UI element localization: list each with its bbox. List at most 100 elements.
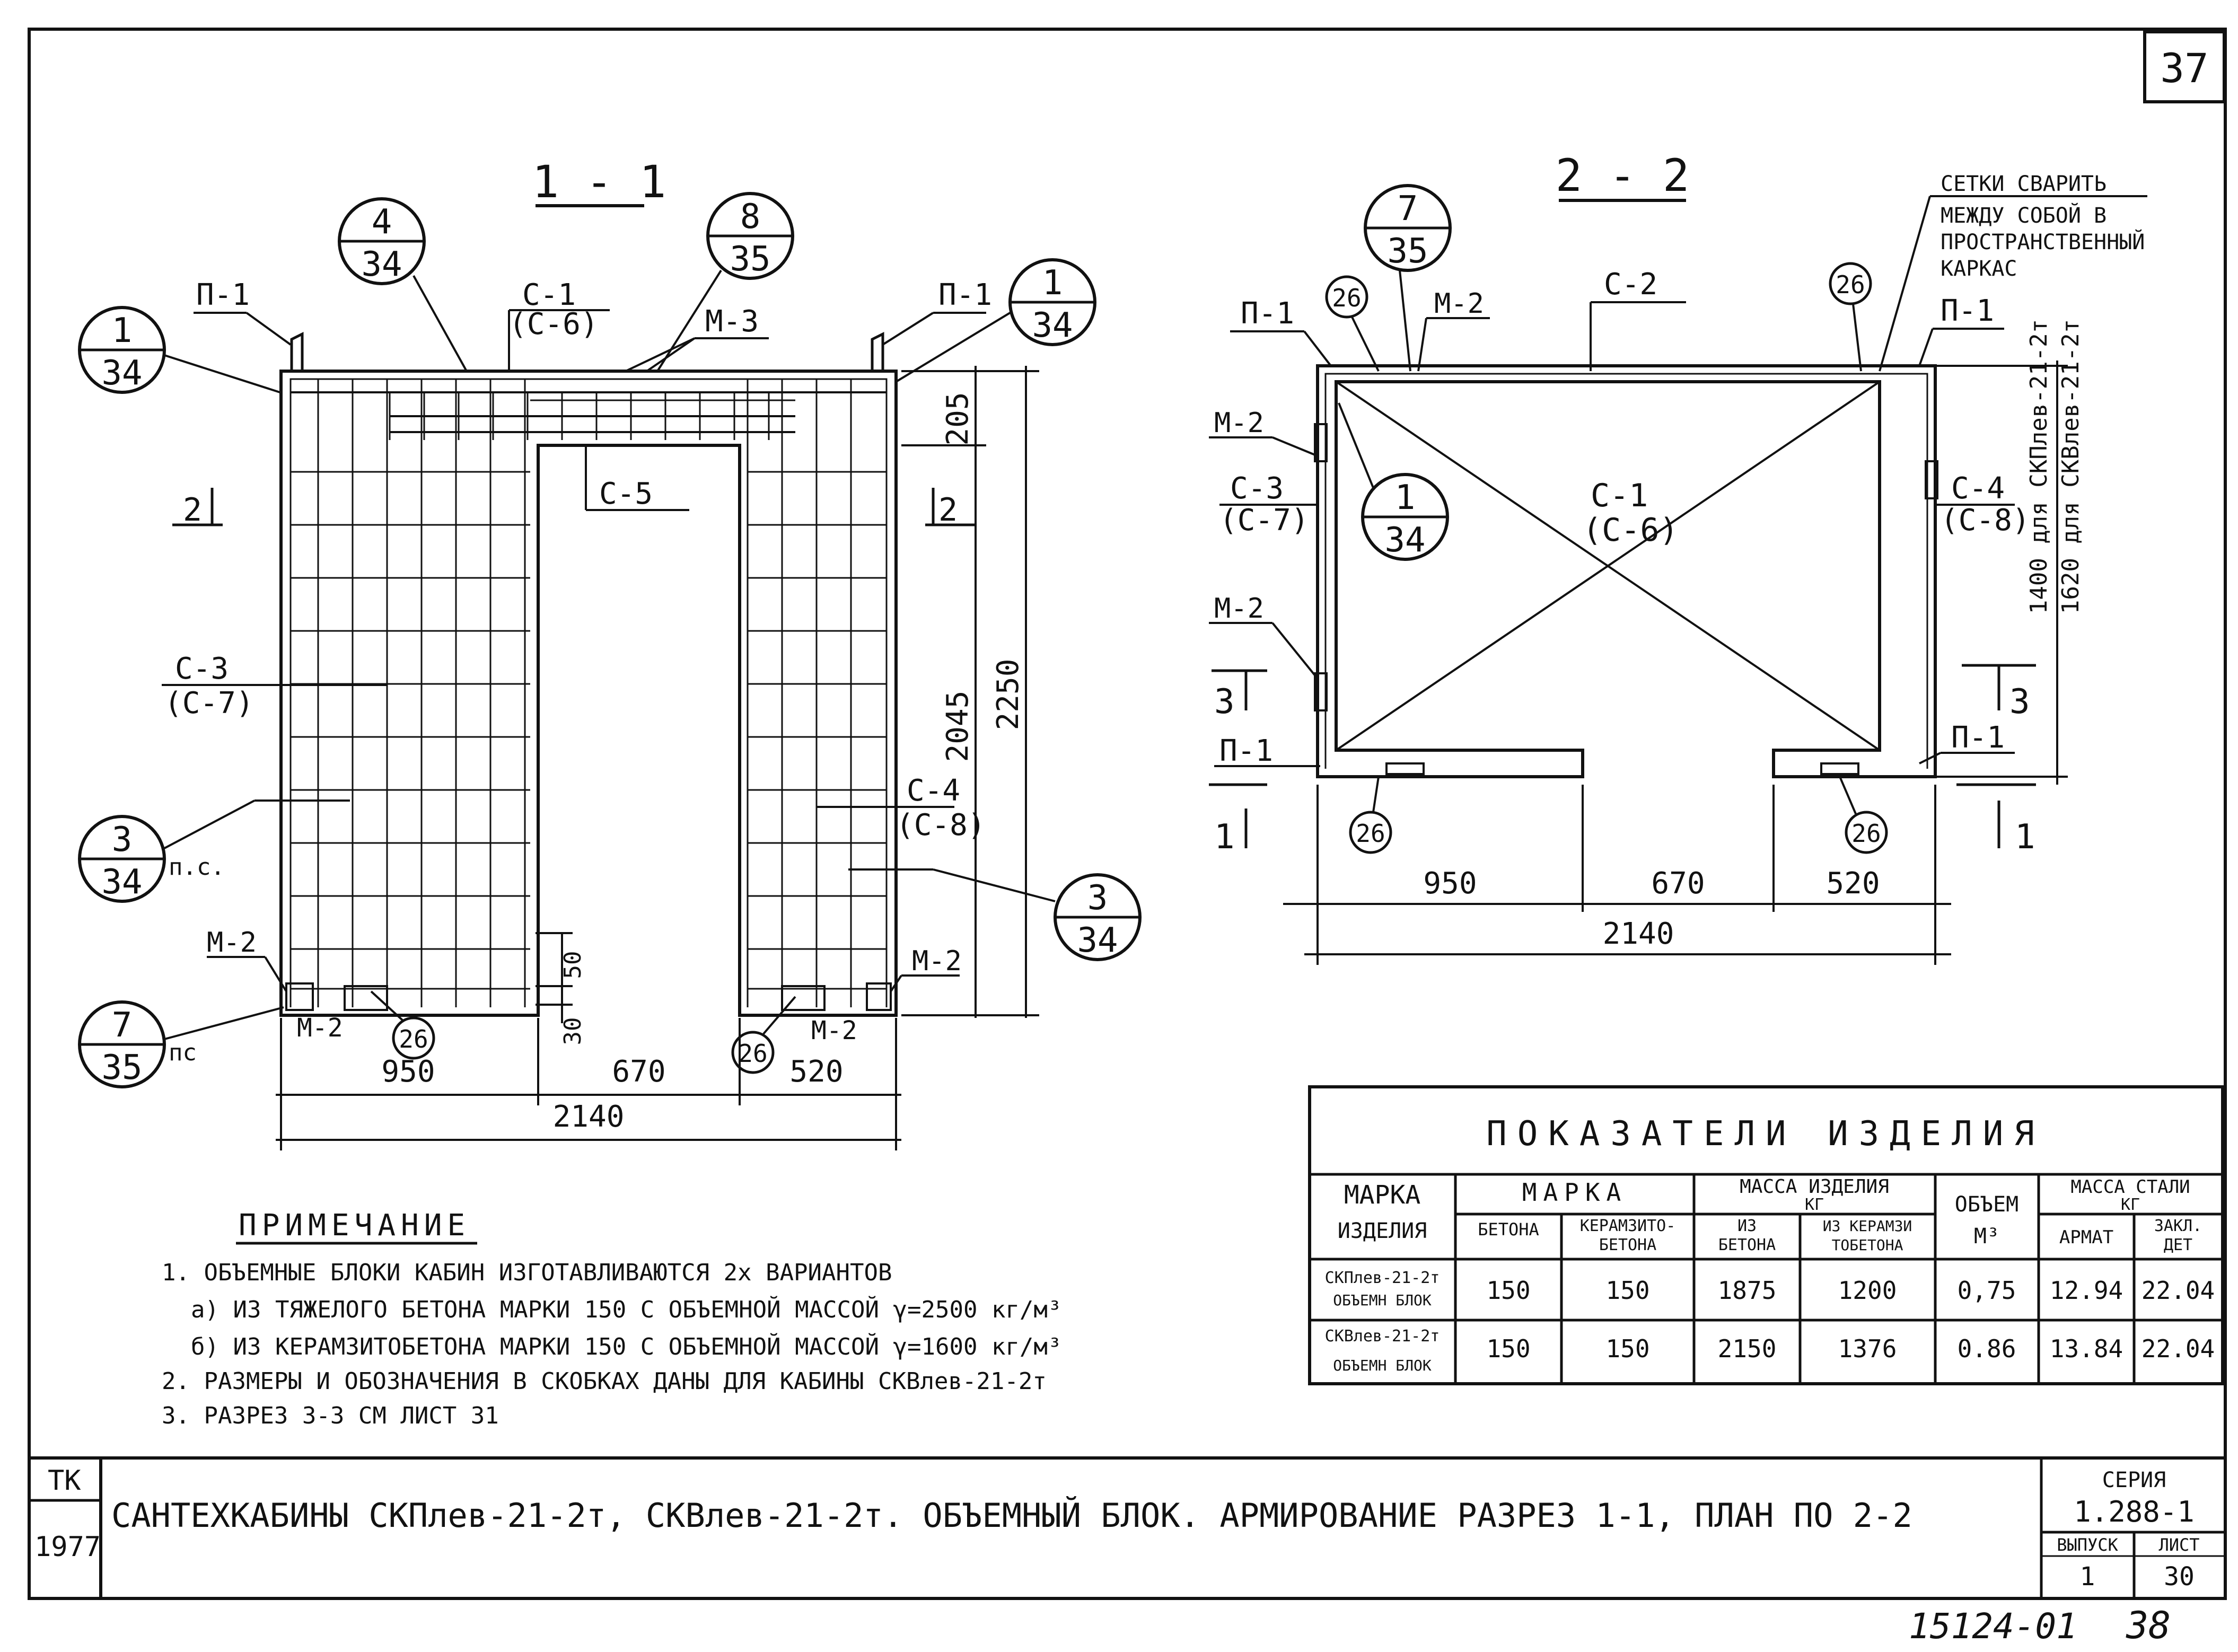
svg-text:13.84: 13.84: [2050, 1334, 2123, 1363]
ref-bubble: 1 34: [1361, 473, 1449, 561]
svg-text:520: 520: [1826, 866, 1880, 901]
svg-text:2045: 2045: [941, 691, 975, 762]
svg-text:150: 150: [1605, 1334, 1649, 1363]
svg-text:2250: 2250: [991, 659, 1025, 731]
svg-text:30: 30: [559, 1017, 586, 1045]
svg-text:35: 35: [101, 1048, 142, 1087]
svg-text:1875: 1875: [1718, 1276, 1777, 1305]
svg-text:КЕРАМЗИТО-: КЕРАМЗИТО-: [1580, 1217, 1676, 1235]
plan-outline: [1316, 364, 1937, 778]
svg-text:М-2: М-2: [1214, 407, 1264, 439]
svg-text:М³: М³: [1974, 1224, 1999, 1249]
svg-text:(С-7): (С-7): [164, 686, 254, 720]
title-block: ТК 1977 САНТЕХКАБИНЫ СКПлев-21-2т, СКВле…: [29, 1456, 2225, 1598]
table-row: СКПлев-21-2т ОБЪЕМН БЛОК 150 150 1875 12…: [1325, 1269, 2215, 1309]
note-line: а) ИЗ ТЯЖЕЛОГО БЕТОНА МАРКИ 150 С ОБЪЕМН…: [191, 1295, 1061, 1323]
svg-text:1200: 1200: [1838, 1276, 1897, 1305]
svg-text:БЕТОНА: БЕТОНА: [1599, 1236, 1656, 1254]
svg-text:(С-8): (С-8): [896, 808, 986, 842]
svg-text:пс: пс: [169, 1039, 197, 1066]
svg-text:С-2: С-2: [1604, 267, 1657, 302]
svg-text:П-1: П-1: [1241, 296, 1294, 331]
svg-text:СЕТКИ СВАРИТЬ: СЕТКИ СВАРИТЬ: [1941, 172, 2107, 196]
svg-text:БЕТОНА: БЕТОНА: [1478, 1219, 1539, 1240]
svg-text:СКПлев-21-2т: СКПлев-21-2т: [1325, 1269, 1440, 1287]
indicators-table: ПОКАЗАТЕЛИ ИЗДЕЛИЯ МАРКА ИЗДЕЛИЯ МАРКА Б…: [1308, 1085, 2224, 1385]
svg-text:520: 520: [789, 1055, 843, 1089]
svg-text:ТОБЕТОНА: ТОБЕТОНА: [1832, 1236, 1903, 1254]
svg-text:1: 1: [1042, 263, 1063, 303]
page-number-box: [2143, 30, 2226, 103]
table-row: СКВлев-21-2т ОБЪЕМН БЛОК 150 150 2150 13…: [1325, 1327, 2215, 1374]
svg-text:М-2: М-2: [912, 945, 962, 977]
svg-text:3: 3: [1087, 878, 1108, 918]
issue-label: ВЫПУСК: [2057, 1535, 2118, 1555]
svg-text:35: 35: [1387, 232, 1428, 271]
svg-text:670: 670: [1651, 866, 1705, 901]
svg-text:М-3: М-3: [705, 304, 759, 339]
svg-text:0,75: 0,75: [1958, 1276, 2016, 1305]
svg-text:МЕЖДУ СОБОЙ В: МЕЖДУ СОБОЙ В: [1941, 203, 2107, 228]
svg-text:ПРОСТРАНСТВЕННЫЙ: ПРОСТРАНСТВЕННЫЙ: [1941, 229, 2145, 254]
ref-bubble: 3 34: [1054, 873, 1142, 961]
svg-text:(С-8): (С-8): [1941, 503, 2030, 538]
svg-text:1400 для СКПлев-21-2т: 1400 для СКПлев-21-2т: [2025, 319, 2052, 614]
svg-text:ОБЪЕМ: ОБЪЕМ: [1955, 1192, 2018, 1217]
table-title: ПОКАЗАТЕЛИ ИЗДЕЛИЯ: [1486, 1114, 2045, 1154]
svg-text:ИЗ: ИЗ: [1737, 1217, 1757, 1235]
ref-bubble: 7 35: [1364, 184, 1452, 272]
ref-bubble: 1 34: [78, 306, 166, 394]
svg-text:3: 3: [2009, 682, 2030, 722]
svg-text:(С-7): (С-7): [1219, 503, 1309, 538]
sheet-title: САНТЕХКАБИНЫ СКПлев-21-2т, СКВлев-21-2т.…: [111, 1496, 1912, 1535]
svg-text:С-3: С-3: [175, 652, 229, 686]
section-outline: [279, 370, 898, 1017]
sheet-frame: [28, 28, 2227, 1600]
svg-text:950: 950: [1423, 866, 1477, 901]
svg-text:4: 4: [372, 203, 392, 242]
svg-text:2140: 2140: [1603, 917, 1674, 951]
svg-text:3: 3: [112, 820, 133, 859]
svg-text:КАРКАС: КАРКАС: [1941, 257, 2017, 281]
svg-text:26: 26: [738, 1039, 767, 1068]
svg-text:7: 7: [112, 1006, 133, 1045]
svg-text:М-2: М-2: [811, 1016, 857, 1045]
svg-text:БЕТОНА: БЕТОНА: [1718, 1236, 1776, 1254]
svg-text:КГ: КГ: [1805, 1196, 1824, 1214]
svg-text:3: 3: [1214, 682, 1235, 722]
svg-text:1: 1: [1214, 818, 1235, 857]
ref-bubble: 8 35: [706, 192, 794, 280]
issue-value: 1: [2080, 1562, 2095, 1592]
svg-text:26: 26: [1851, 819, 1881, 848]
svg-text:34: 34: [361, 245, 402, 284]
svg-text:7: 7: [1398, 189, 1418, 229]
svg-text:0.86: 0.86: [1958, 1334, 2016, 1363]
svg-text:1: 1: [1395, 478, 1416, 517]
section-1-1-title: 1 - 1: [532, 156, 666, 208]
svg-text:С-5: С-5: [599, 477, 653, 511]
svg-text:ОБЪЕМН БЛОК: ОБЪЕМН БЛОК: [1333, 1291, 1432, 1309]
series-value: 1.288-1: [2074, 1495, 2195, 1528]
series-label: СЕРИЯ: [2102, 1468, 2166, 1492]
svg-text:С-4: С-4: [1951, 471, 2005, 506]
svg-text:26: 26: [399, 1025, 428, 1053]
svg-text:670: 670: [612, 1055, 665, 1089]
svg-text:ИЗ КЕРАМЗИ: ИЗ КЕРАМЗИ: [1823, 1217, 1912, 1235]
svg-text:П-1: П-1: [1951, 720, 2005, 755]
ref-bubble: 3 34: [78, 815, 166, 903]
sheet-label: ЛИСТ: [2158, 1535, 2199, 1555]
svg-text:МАССА СТАЛИ: МАССА СТАЛИ: [2070, 1176, 2190, 1198]
svg-text:1: 1: [2015, 818, 2035, 857]
ref-bubble: 4 34: [338, 197, 426, 285]
svg-text:1: 1: [112, 311, 133, 350]
svg-text:П-1: П-1: [938, 278, 992, 312]
svg-text:34: 34: [1032, 306, 1073, 345]
section-1-1: 1 - 1: [78, 156, 1142, 1150]
svg-text:35: 35: [730, 240, 770, 279]
svg-text:22.04: 22.04: [2142, 1334, 2215, 1363]
svg-text:КГ: КГ: [2121, 1196, 2140, 1214]
year: 1977: [34, 1531, 101, 1563]
svg-text:М-2: М-2: [297, 1013, 343, 1043]
svg-text:П-1: П-1: [1219, 734, 1273, 768]
